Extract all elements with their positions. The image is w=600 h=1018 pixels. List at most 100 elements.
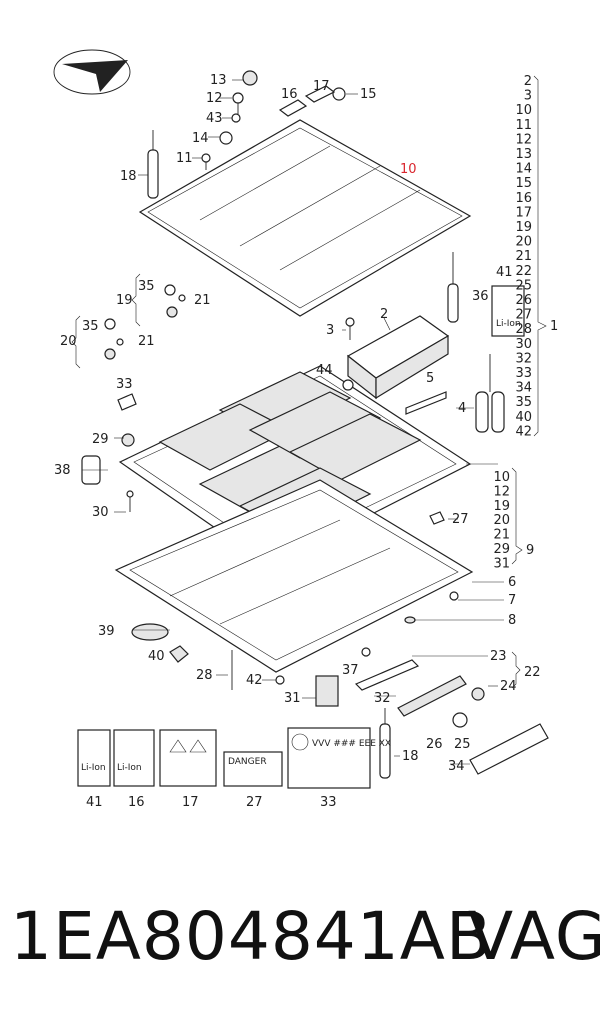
right-list-top-item: 30 xyxy=(515,337,532,352)
right-list-top-item: 3 xyxy=(524,89,532,104)
callout-3: 3 xyxy=(326,323,334,338)
callout-17: 17 xyxy=(313,79,330,94)
callout-14: 14 xyxy=(192,131,209,146)
callout-30: 30 xyxy=(92,505,109,520)
right-list-mid-item: 29 xyxy=(493,542,510,557)
right-list-top-item: 34 xyxy=(515,381,532,396)
exploded-parts-diagram: Li-Ion Li-I xyxy=(53,49,558,810)
callout-35b: 35 xyxy=(82,319,99,334)
right-list-mid-item: 12 xyxy=(493,484,510,499)
callout-39: 39 xyxy=(98,624,115,639)
battery-bottom-tray xyxy=(114,479,474,673)
callout-25: 25 xyxy=(454,737,471,752)
right-list-mid-item: 20 xyxy=(493,513,510,528)
right-list-top-item: 16 xyxy=(515,191,532,206)
right-list-mid-item: 19 xyxy=(493,499,510,514)
callout-27: 27 xyxy=(452,512,469,527)
callout-1: 1 xyxy=(550,319,558,334)
callout-7: 7 xyxy=(508,593,516,608)
callout-34: 34 xyxy=(448,759,465,774)
callout-6: 6 xyxy=(508,575,516,590)
label-card-33: VVV ### EEE XX xyxy=(287,727,391,789)
callout-43: 43 xyxy=(206,111,223,126)
label-caption-17: 17 xyxy=(182,795,199,810)
callout-44: 44 xyxy=(316,363,333,378)
right-list-top-item: 27 xyxy=(515,308,532,323)
right-list-top-item: 28 xyxy=(515,322,532,337)
right-list-top-item: 35 xyxy=(515,395,532,410)
callout-32: 32 xyxy=(374,691,391,706)
callout-26: 26 xyxy=(426,737,443,752)
callout-29: 29 xyxy=(92,432,109,447)
label-card-16: Li-Ion xyxy=(113,729,155,787)
callout-13: 13 xyxy=(210,73,227,88)
brand-name: VAG xyxy=(468,898,600,975)
callout-9: 9 xyxy=(526,543,534,558)
callout-10-red: 10 xyxy=(400,162,417,177)
callout-19: 19 xyxy=(116,293,133,308)
battery-module-2 xyxy=(346,315,450,400)
callout-15: 15 xyxy=(360,87,377,102)
right-list-top-item: 13 xyxy=(515,147,532,162)
label-caption-41: 41 xyxy=(86,795,103,810)
right-list-top-item: 14 xyxy=(515,162,532,177)
right-list-top-item: 40 xyxy=(515,410,532,425)
leader-lines xyxy=(71,75,547,765)
callout-42: 42 xyxy=(246,673,263,688)
callout-16: 16 xyxy=(281,87,298,102)
right-list-top-item: 32 xyxy=(515,351,532,366)
callout-5: 5 xyxy=(426,371,434,386)
right-list-top-item: 26 xyxy=(515,293,532,308)
callout-24: 24 xyxy=(500,679,517,694)
right-list-top-item: 17 xyxy=(515,205,532,220)
callout-2: 2 xyxy=(380,307,388,322)
label-card-41: Li-Ion xyxy=(77,729,111,787)
svg-text:Li-Ion: Li-Ion xyxy=(117,763,142,773)
label-caption-27: 27 xyxy=(246,795,263,810)
right-list-top-item: 21 xyxy=(515,249,532,264)
right-list-top-item: 2 xyxy=(524,74,532,89)
label-card-17 xyxy=(159,729,217,787)
right-list-top-item: 10 xyxy=(515,103,532,118)
callout-28: 28 xyxy=(196,668,213,683)
label-caption-33: 33 xyxy=(320,795,337,810)
right-list-top-item: 12 xyxy=(515,132,532,147)
callout-21b: 21 xyxy=(138,334,155,349)
reference-list-top: 2310111213141516171920212225262728303233… xyxy=(515,74,532,439)
label-caption-16: 16 xyxy=(128,795,145,810)
callout-4: 4 xyxy=(458,401,466,416)
svg-text:VVV ### EEE XX: VVV ### EEE XX xyxy=(312,739,391,749)
right-list-top-item: 15 xyxy=(515,176,532,191)
callout-37: 37 xyxy=(342,663,359,678)
battery-top-cover xyxy=(138,119,472,317)
li-ion-recycling-label-top: Li-Ion xyxy=(491,285,525,337)
right-list-top-item: 20 xyxy=(515,235,532,250)
callout-38: 38 xyxy=(54,463,71,478)
manufacturer-logo xyxy=(53,49,131,95)
connector-parts xyxy=(117,391,549,775)
right-list-top-item: 42 xyxy=(515,424,532,439)
callout-numbers: 13 12 43 14 11 18 16 17 15 10 41 36 35 1… xyxy=(54,73,558,810)
callout-18b: 18 xyxy=(402,749,419,764)
right-list-mid-item: 31 xyxy=(493,556,510,571)
fasteners xyxy=(81,70,459,707)
callout-12: 12 xyxy=(206,91,223,106)
right-list-mid-item: 10 xyxy=(493,470,510,485)
callout-18: 18 xyxy=(120,169,137,184)
part-number: 1EA804841AB xyxy=(10,898,493,975)
callout-8: 8 xyxy=(508,613,516,628)
callout-41-top: 41 xyxy=(496,265,513,280)
callout-22: 22 xyxy=(524,665,541,680)
callout-40: 40 xyxy=(148,649,165,664)
callout-36: 36 xyxy=(472,289,489,304)
right-list-top-item: 25 xyxy=(515,278,532,293)
svg-text:Li-Ion: Li-Ion xyxy=(496,319,521,329)
callout-11: 11 xyxy=(176,151,193,166)
callout-35: 35 xyxy=(138,279,155,294)
svg-text:DANGER: DANGER xyxy=(228,757,267,767)
label-card-27: DANGER xyxy=(223,751,283,787)
callout-33: 33 xyxy=(116,377,133,392)
right-list-mid-item: 21 xyxy=(493,528,510,543)
right-list-top-item: 11 xyxy=(515,118,532,133)
